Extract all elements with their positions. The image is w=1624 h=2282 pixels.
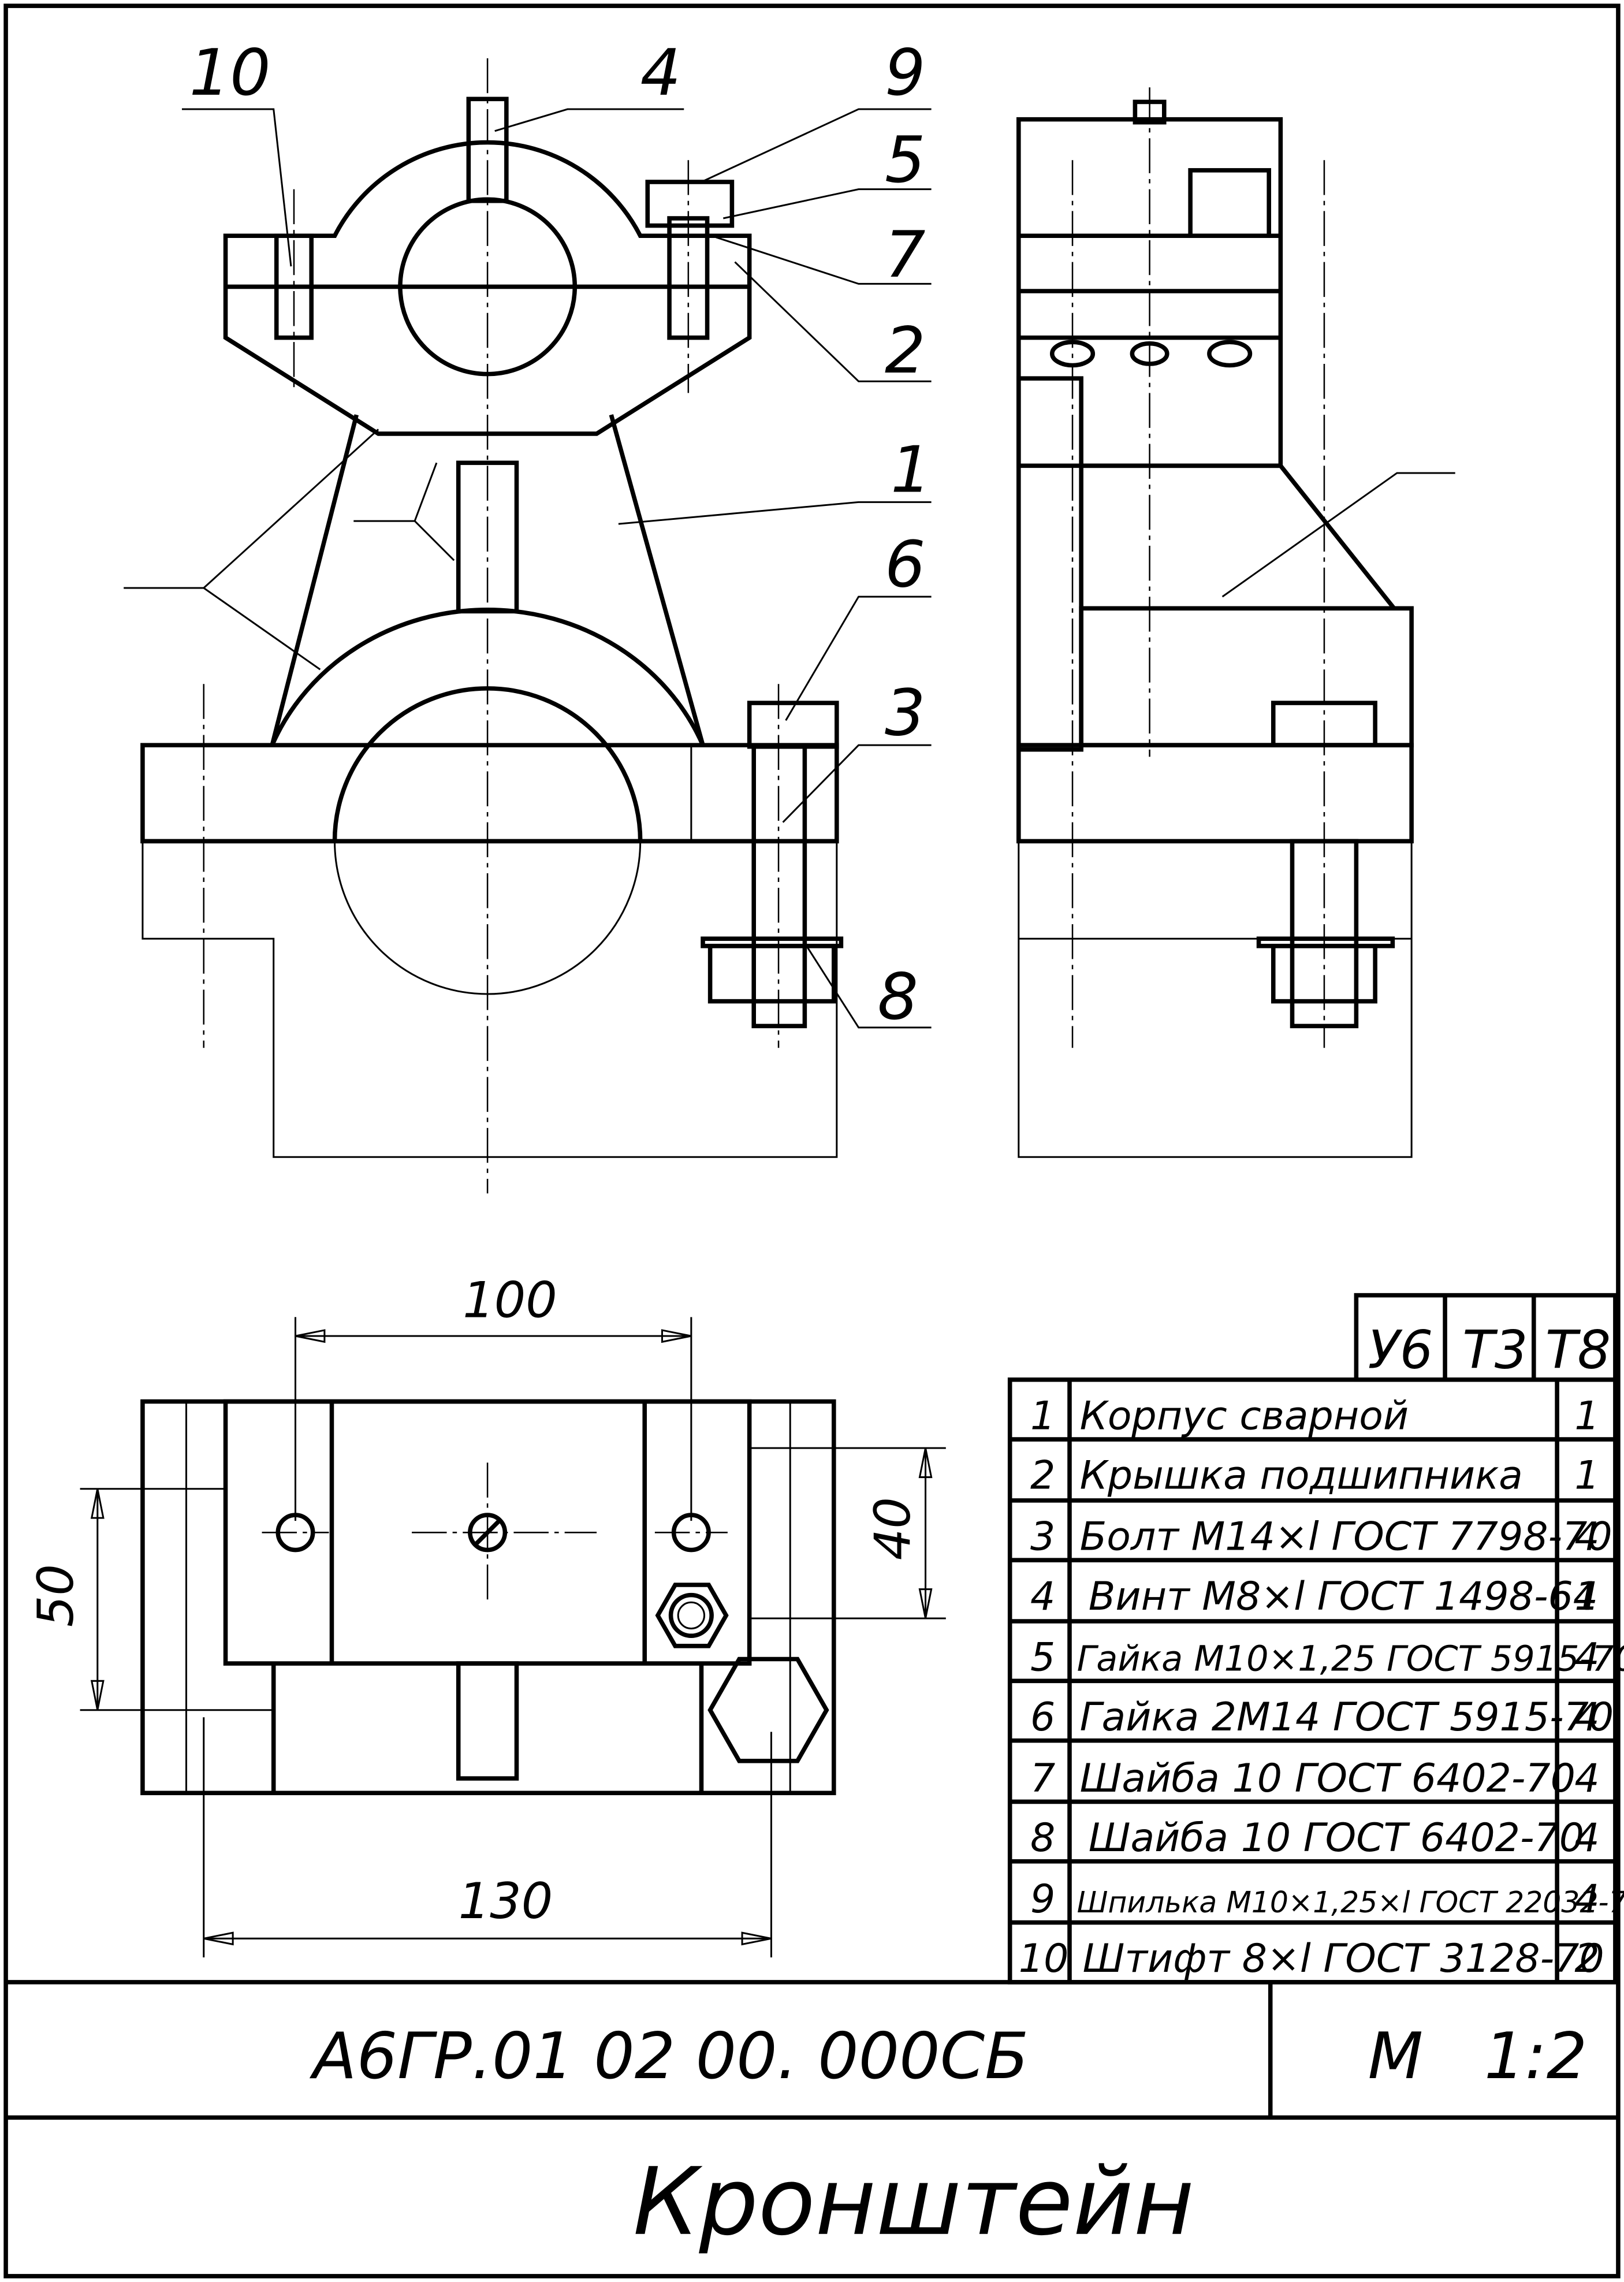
svg-text:7: 7: [1030, 1756, 1055, 1801]
table-row: 8 Шайба 10 ГОСТ 6402-704: [1030, 1815, 1600, 1861]
table-row: 10 Штифт 8×l ГОСТ 3128-702: [1019, 1936, 1604, 1982]
bolt-nut: [707, 944, 836, 1004]
svg-text:6: 6: [1030, 1695, 1055, 1740]
svg-text:Крышка подшипника: Крышка подшипника: [1080, 1453, 1523, 1499]
svg-text:Болт М14×l ГОСТ 7798-70: Болт М14×l ГОСТ 7798-70: [1080, 1514, 1612, 1560]
svg-text:Гайка М10×1,25 ГОСТ 5915-70: Гайка М10×1,25 ГОСТ 5915-70: [1077, 1639, 1624, 1680]
table-row: 1 Корпус сварной 1: [1030, 1393, 1600, 1439]
table-row: 5 Гайка М10×1,25 ГОСТ 5915-704: [1030, 1635, 1624, 1681]
svg-text:4: 4: [1574, 1695, 1599, 1740]
drawing-frame: [3, 3, 1621, 2279]
base-bore: [332, 686, 643, 842]
balloon-1: 1: [891, 433, 932, 508]
svg-text:4: 4: [1574, 1815, 1599, 1861]
svg-text:4: 4: [1574, 1514, 1599, 1560]
title-block: А6ГР.01 02 00. 000СБ М 1:2 Кронштейн: [6, 1980, 1618, 2257]
balloon-5: 5: [885, 123, 926, 198]
table-row: 2 Крышка подшипника 1: [1030, 1453, 1600, 1499]
bolt: [751, 744, 807, 1029]
balloon-9: 9: [885, 36, 926, 110]
table-row: 4 Винт М8×l ГОСТ 1498-641: [1030, 1574, 1600, 1620]
header-cell: У6: [1368, 1320, 1433, 1381]
leaders: [124, 108, 932, 1029]
parts-table: У6 Т3 Т8 1 Корпус сварной 1 2 Крышка подшип…: [1007, 1293, 1624, 1985]
svg-text:1: 1: [1030, 1393, 1055, 1439]
dim-40: 40: [864, 1497, 922, 1560]
balloon-8: 8: [877, 960, 918, 1034]
dim-50: 50: [27, 1564, 85, 1627]
svg-text:5: 5: [1030, 1635, 1055, 1681]
svg-text:Шайба 10 ГОСТ 6402-70: Шайба 10 ГОСТ 6402-70: [1089, 1815, 1584, 1861]
svg-text:Винт М8×l ГОСТ 1498-64: Винт М8×l ГОСТ 1498-64: [1089, 1574, 1598, 1620]
svg-text:3: 3: [1030, 1514, 1055, 1560]
table-row: 9 Шпилька М10×1,25×l ГОСТ 22032-764: [1030, 1877, 1624, 1922]
screw: [466, 96, 509, 203]
drawing-title: Кронштейн: [633, 2148, 1194, 2257]
svg-text:4: 4: [1030, 1574, 1055, 1620]
nut: [645, 180, 735, 228]
support-outline: [141, 841, 838, 1158]
drawing-designation: А6ГР.01 02 00. 000СБ: [310, 2019, 1029, 2094]
svg-text:10: 10: [1019, 1936, 1069, 1982]
balloon-7: 7: [885, 218, 926, 292]
svg-text:Гайка 2М14 ГОСТ 5915-70: Гайка 2М14 ГОСТ 5915-70: [1080, 1695, 1614, 1740]
housing-arc: [270, 608, 705, 746]
svg-text:1: 1: [1574, 1453, 1599, 1499]
side-nut: [1188, 168, 1271, 239]
header-cell: Т3: [1462, 1320, 1528, 1381]
svg-text:4: 4: [1574, 1635, 1599, 1681]
dimension-lines: [80, 1317, 946, 1958]
table-row: 3 Болт М14×l ГОСТ 7798-704: [1030, 1514, 1612, 1560]
base-plate: [140, 743, 839, 844]
pin: [274, 233, 314, 340]
svg-text:2: 2: [1030, 1453, 1055, 1499]
balloon-3: 3: [885, 676, 926, 751]
svg-text:Штифт 8×l ГОСТ 3128-70: Штифт 8×l ГОСТ 3128-70: [1083, 1936, 1604, 1982]
balloon-10: 10: [189, 36, 271, 110]
header-cell: Т8: [1545, 1320, 1611, 1381]
balloon-2: 2: [885, 314, 926, 388]
top-view: 100 130 50 40: [27, 1271, 946, 1958]
svg-text:4: 4: [1574, 1877, 1599, 1922]
table-row: 6 Гайка 2М14 ГОСТ 5915-704: [1030, 1695, 1614, 1740]
balloon-6: 6: [885, 527, 926, 602]
svg-text:Шпилька М10×1,25×l ГОСТ 22032-: Шпилька М10×1,25×l ГОСТ 22032-76: [1077, 1885, 1624, 1919]
svg-text:9: 9: [1030, 1877, 1055, 1922]
svg-text:1: 1: [1574, 1393, 1599, 1439]
side-view: [1016, 87, 1455, 1158]
balloon-4: 4: [640, 36, 681, 110]
table-row: 7 Шайба 10 ГОСТ 6402-704: [1030, 1756, 1600, 1801]
svg-text:2: 2: [1574, 1936, 1599, 1982]
svg-text:1: 1: [1574, 1574, 1599, 1620]
svg-text:8: 8: [1030, 1815, 1055, 1861]
svg-text:Шайба 10 ГОСТ 6402-70: Шайба 10 ГОСТ 6402-70: [1080, 1756, 1575, 1801]
dim-100: 100: [463, 1271, 557, 1329]
svg-text:4: 4: [1574, 1756, 1599, 1801]
front-view: 10 4 9 5 7 2 1 6 3 8: [124, 36, 932, 1194]
dim-130: 130: [459, 1872, 553, 1930]
svg-text:Корпус сварной: Корпус сварной: [1080, 1393, 1409, 1439]
drawing-scale: М 1:2: [1368, 2019, 1588, 2094]
